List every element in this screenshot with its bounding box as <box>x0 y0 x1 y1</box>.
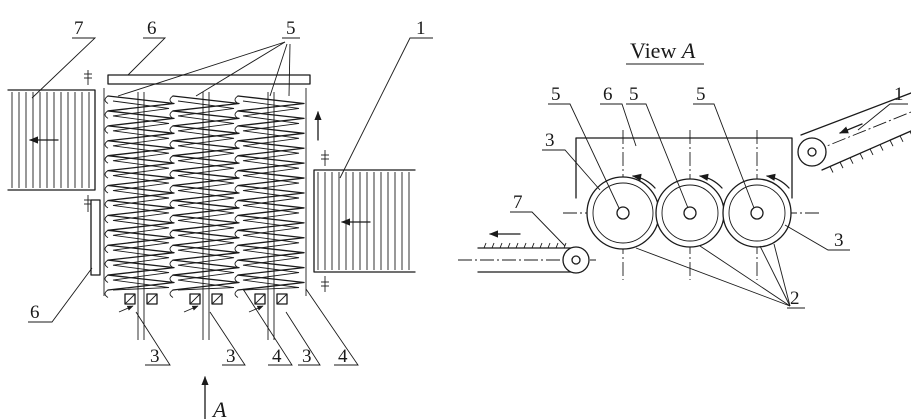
inlet-conveyor-1 <box>313 150 416 292</box>
view-label-7: 7 <box>513 192 523 213</box>
label-3-b: 3 <box>226 346 236 367</box>
outlet-conveyor-7 <box>7 70 96 212</box>
label-3-a: 3 <box>150 346 160 367</box>
label-6-top: 6 <box>147 18 157 39</box>
view-label-5-a: 5 <box>551 84 561 105</box>
leader-lines-view <box>510 103 908 309</box>
outlet-conveyor-7-view <box>458 230 596 274</box>
label-1-front: 1 <box>416 18 426 39</box>
view-a-arrow-letter: A <box>211 397 227 419</box>
view-label-5-c: 5 <box>696 84 706 105</box>
frame-6 <box>575 137 793 199</box>
view-label-3-right: 3 <box>834 230 844 251</box>
label-3-c: 3 <box>302 346 312 367</box>
view-label-3-left: 3 <box>545 130 555 151</box>
springs-5 <box>103 88 307 340</box>
view-label-1: 1 <box>894 84 904 105</box>
view-label-6: 6 <box>603 84 613 105</box>
label-5-top: 5 <box>286 18 296 39</box>
label-7-front: 7 <box>74 18 84 39</box>
label-4-a: 4 <box>272 346 282 367</box>
view-a-title: View A <box>630 38 696 63</box>
rollers-2 <box>586 176 792 250</box>
label-4-b: 4 <box>338 346 348 367</box>
view-label-5-b: 5 <box>629 84 639 105</box>
front-view: A 7 6 5 1 6 3 3 4 3 4 <box>7 18 433 419</box>
view-a: View A <box>458 38 911 309</box>
top-plate-6 <box>107 74 311 85</box>
label-6-left: 6 <box>30 302 40 323</box>
leader-lines-front <box>28 37 433 366</box>
view-label-2: 2 <box>790 288 800 309</box>
inlet-conveyor-1-view <box>797 92 911 173</box>
side-plate-6 <box>90 199 101 276</box>
